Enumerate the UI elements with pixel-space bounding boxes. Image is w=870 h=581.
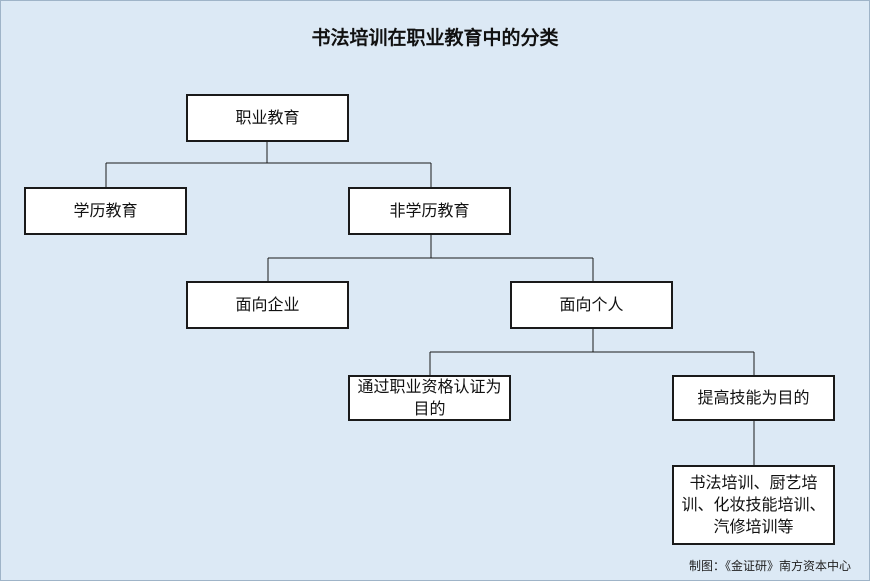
node-label: 非学历教育 (389, 201, 470, 220)
node-label: 学历教育 (73, 201, 138, 220)
node-certification-purpose: 通过职业资格认证为目的 (348, 375, 511, 421)
node-label: 职业教育 (235, 108, 300, 127)
node-non-academic-education: 非学历教育 (348, 187, 511, 235)
node-label: 提高技能为目的 (697, 388, 810, 407)
node-enterprise-oriented: 面向企业 (186, 281, 349, 329)
node-label: 面向企业 (235, 295, 300, 314)
node-training-examples: 书法培训、厨艺培训、化妆技能培训、汽修培训等 (672, 465, 835, 545)
node-vocational-education: 职业教育 (186, 94, 349, 142)
node-skill-improvement-purpose: 提高技能为目的 (672, 375, 835, 421)
node-individual-oriented: 面向个人 (510, 281, 673, 329)
node-label: 通过职业资格认证为目的 (357, 377, 502, 418)
node-academic-education: 学历教育 (24, 187, 187, 235)
node-label: 书法培训、厨艺培训、化妆技能培训、汽修培训等 (681, 473, 826, 536)
source-credit: 制图：《金证研》南方资本中心 (688, 559, 851, 573)
node-label: 面向个人 (559, 295, 624, 314)
diagram-title: 书法培训在职业教育中的分类 (311, 27, 559, 49)
